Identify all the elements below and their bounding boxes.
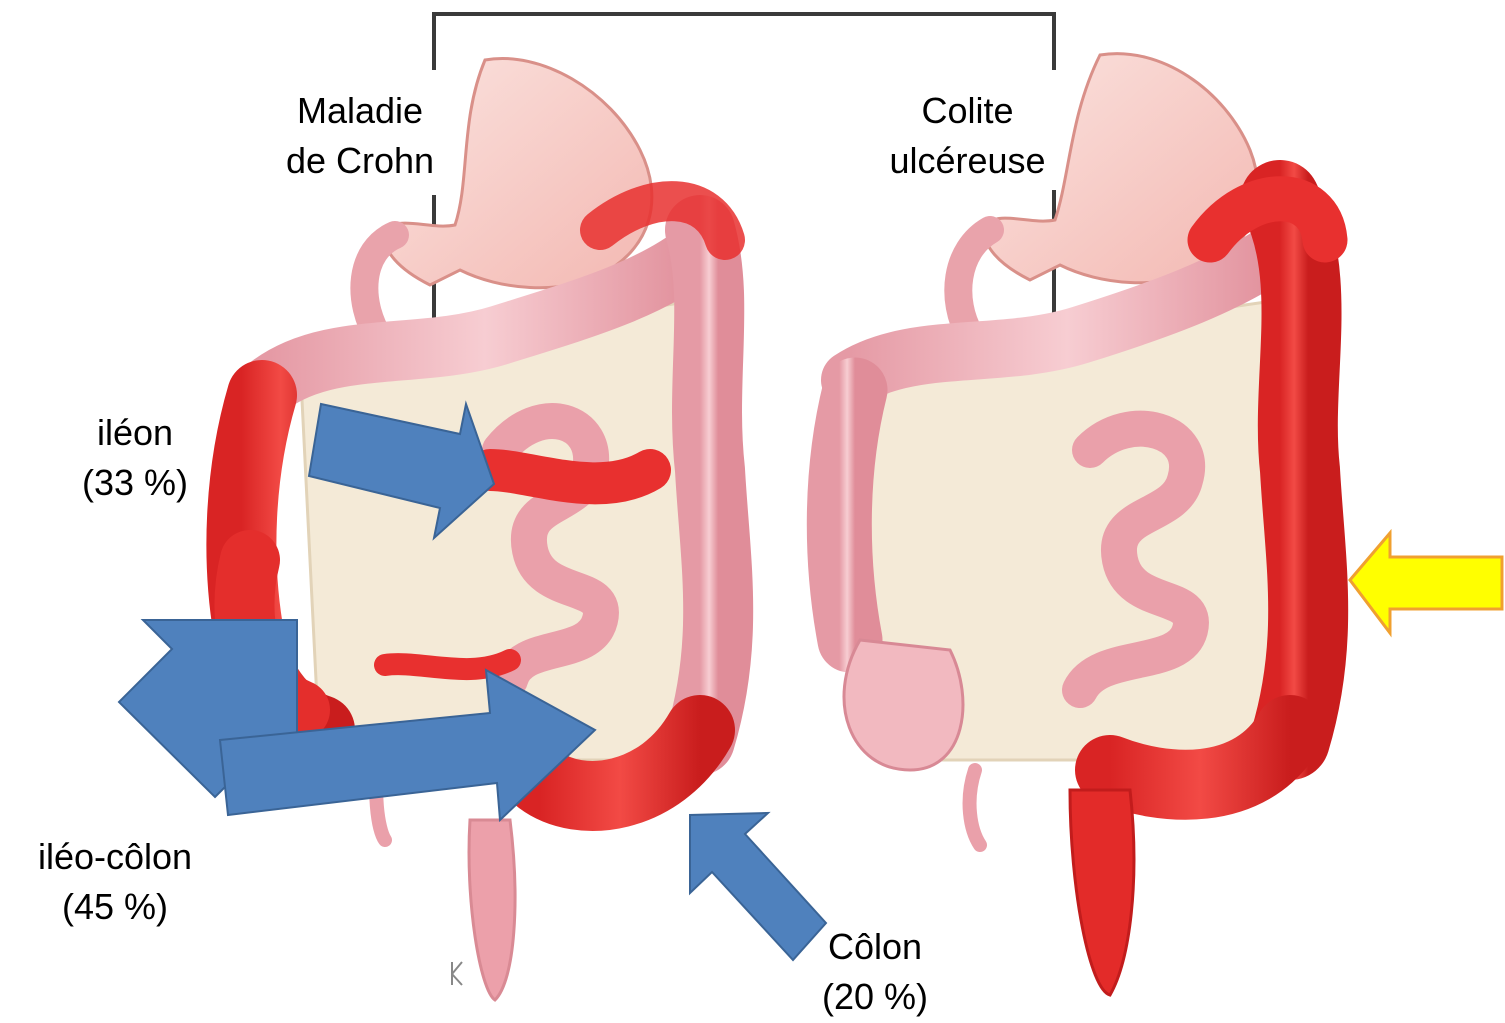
uc-header-line2: ulcéreuse <box>860 136 1075 186</box>
uc-appendix <box>970 770 980 845</box>
uc-duodenum <box>958 230 990 335</box>
crohn-intestine <box>241 58 725 1000</box>
crohn-terminal-ileum-inflamed <box>385 660 510 669</box>
uc-intestine <box>839 54 1325 995</box>
ileocolon-percent: (45 %) <box>0 882 230 932</box>
ileum-percent: (33 %) <box>45 458 225 508</box>
ileum-name: iléon <box>45 408 225 458</box>
ileocolon-label: iléo-côlon (45 %) <box>0 832 230 932</box>
logo-mark <box>452 962 462 985</box>
crohn-descending-colon <box>700 230 718 740</box>
uc-header: Colite ulcéreuse <box>860 86 1075 186</box>
crohn-rectum <box>469 820 515 1000</box>
crohn-header: Maladie de Crohn <box>255 86 465 186</box>
colon-label: Côlon (20 %) <box>790 922 960 1022</box>
uc-highlight-arrow <box>1350 533 1502 633</box>
uc-descending-colon-inflamed <box>1280 200 1308 740</box>
crohn-header-line1: Maladie <box>255 86 465 136</box>
crohn-header-line2: de Crohn <box>255 136 465 186</box>
uc-ascending-colon <box>839 390 855 640</box>
colon-name: Côlon <box>790 922 960 972</box>
uc-rectum-inflamed <box>1070 790 1134 995</box>
uc-cecum <box>844 640 963 770</box>
ileocolon-name: iléo-côlon <box>0 832 230 882</box>
crohn-ileum-inflamed <box>490 470 650 483</box>
ileum-label: iléon (33 %) <box>45 408 225 508</box>
uc-header-line1: Colite <box>860 86 1075 136</box>
crohn-splenic-flexure-inflamed <box>600 201 725 240</box>
colon-percent: (20 %) <box>790 972 960 1022</box>
